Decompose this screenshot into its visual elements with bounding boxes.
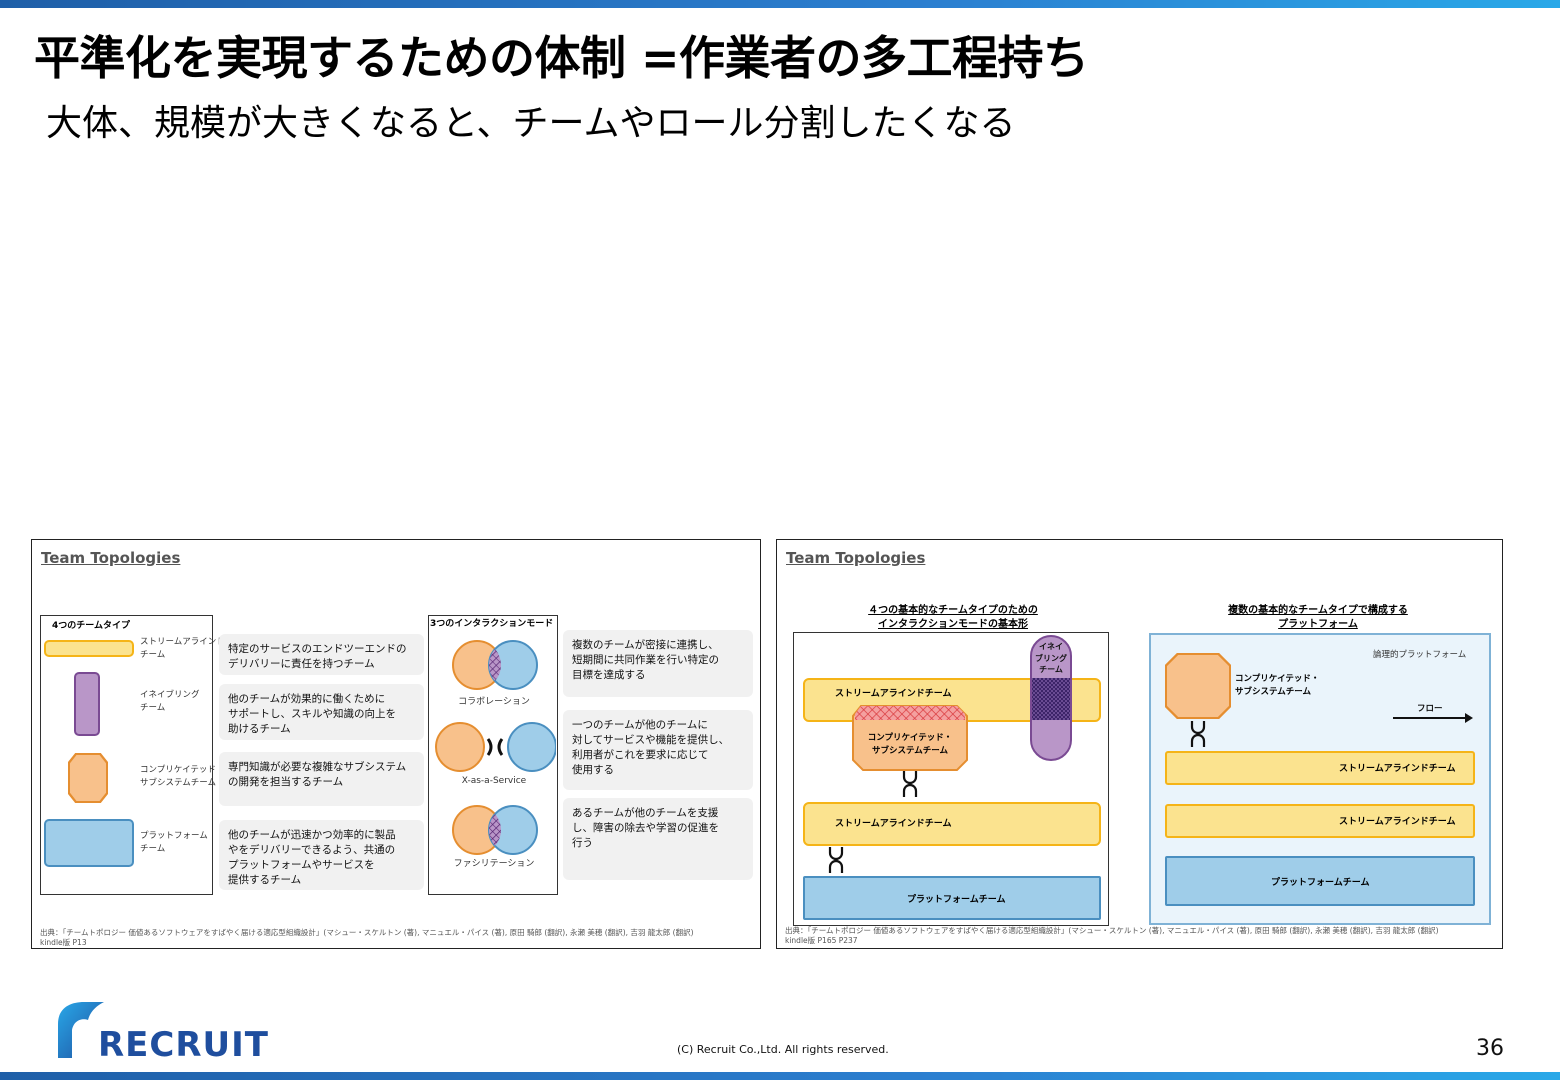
platform-shape (44, 819, 134, 867)
platform-team-band (1165, 856, 1475, 906)
team-type-description: 他のチームが効果的に働くために サポートし、スキルや知識の向上を 助けるチーム (219, 684, 424, 740)
mode-description: 一つのチームが他のチームに 対してサービスや機能を提供し、 利用者がこれを要求に… (563, 710, 753, 790)
band-label: コンプリケイテッド・ サブシステムチーム (1235, 674, 1320, 697)
team-type-label: コンプリケイテッド・ サブシステムチーム (140, 765, 225, 789)
stream-aligned-team-band (1165, 751, 1475, 785)
enabling-team-label: イネイ ブリング チーム (1035, 642, 1067, 675)
team-types-panel: Team Topologies 4つのチームタイプ ストリームアラインド チーム… (31, 539, 761, 949)
page-number: 36 (1476, 1036, 1504, 1061)
flow-label: フロー (1417, 704, 1443, 714)
mode-label: コラボレーション (458, 697, 530, 707)
recruit-logo-mark: RECRUIT (58, 1002, 269, 1065)
slide-subtitle: 大体、規模が大きくなると、チームやロール分割したくなる (46, 103, 1016, 144)
stream-aligned-shape (44, 640, 134, 657)
mode-label: ファシリテーション (453, 859, 535, 869)
basic-form-diagram (793, 632, 1109, 926)
platform-team-band (803, 876, 1101, 920)
band-label: コンプリケイテッド・ サブシステムチーム (867, 733, 953, 756)
interaction-modes-title: 3つのインタラクションモード (430, 619, 554, 629)
top-accent-bar (0, 0, 1560, 8)
flow-arrow-icon (1393, 713, 1473, 723)
team-types-title: 4つのチームタイプ (52, 621, 130, 631)
source-citation: 出典：「チームトポロジー 価値あるソフトウェアをすばやく届ける適応型組織設計」(… (785, 926, 1439, 945)
source-citation: 出典：「チームトポロジー 価値あるソフトウェアをすばやく届ける適応型組織設計」(… (40, 928, 694, 947)
team-types-box (40, 615, 213, 895)
mode-description: 複数のチームが密接に連携し、 短期間に共同作業を行い特定の 目標を達成する (563, 630, 753, 697)
facilitation-icon (452, 805, 538, 855)
panel-heading: Team Topologies (41, 549, 181, 567)
svg-text:RECRUIT: RECRUIT (98, 1025, 269, 1060)
stream-aligned-team-band (803, 802, 1101, 846)
enabling-team-shape (1030, 635, 1072, 761)
mode-label: X-as-a-Service (461, 776, 527, 786)
collaboration-icon (452, 640, 538, 690)
bottom-accent-bar (0, 1072, 1560, 1080)
mode-description: あるチームが他のチームを支援 し、障害の除去や学習の促進を 行う (563, 798, 753, 880)
logical-platform-label: 論理的プラットフォーム (1373, 650, 1467, 660)
enabling-shape (74, 672, 100, 736)
band-label: プラットフォームチーム (1271, 878, 1370, 888)
recruit-logo: RECRUIT (56, 1000, 288, 1065)
band-label: ストリームアラインドチーム (835, 819, 952, 829)
interaction-modes-diagram (435, 640, 556, 855)
team-type-label: イネイブリング チーム (140, 690, 200, 714)
band-label: ストリームアラインドチーム (1339, 817, 1456, 827)
band-label: ストリームアラインドチーム (835, 689, 952, 699)
x-as-a-service-connector (1190, 721, 1206, 747)
panel-heading: Team Topologies (786, 549, 926, 567)
x-as-a-service-connector (902, 771, 918, 797)
diagram-title: 複数の基本的なチームタイプで構成する プラットフォーム (1228, 605, 1408, 630)
team-type-label: ストリームアラインド チーム (140, 637, 225, 661)
stream-aligned-team-band (1165, 804, 1475, 838)
band-label: プラットフォームチーム (907, 895, 1006, 905)
band-label: ストリームアラインドチーム (1339, 764, 1456, 774)
x-as-a-service-icon (435, 722, 556, 772)
team-type-description: 専門知識が必要な複雑なサブシステム の開発を担当するチーム (219, 752, 424, 806)
team-type-description: 特定のサービスのエンドツーエンドの デリバリーに責任を持つチーム (219, 634, 424, 675)
team-type-description: 他のチームが迅速かつ効率的に製品 やをデリバリーできるよう、共通の プラットフォ… (219, 820, 424, 890)
interaction-diagram-panel: Team Topologies ４つの基本的なチームタイプのための インタラクシ… (776, 539, 1503, 949)
complicated-subsystem-shape (852, 705, 968, 771)
interaction-modes-box (428, 615, 558, 895)
slide-title: 平準化を実現するための体制 =作業者の多工程持ち (34, 31, 1089, 85)
team-type-label: プラットフォーム チーム (140, 831, 208, 855)
complicated-subsystem-shape (68, 753, 108, 803)
diagram-title: ４つの基本的なチームタイプのための インタラクションモードの基本形 (868, 605, 1038, 630)
x-as-a-service-connector (828, 847, 844, 873)
complicated-subsystem-shape (1165, 653, 1231, 719)
copyright-text: (C) Recruit Co.,Ltd. All rights reserved… (677, 1043, 889, 1056)
